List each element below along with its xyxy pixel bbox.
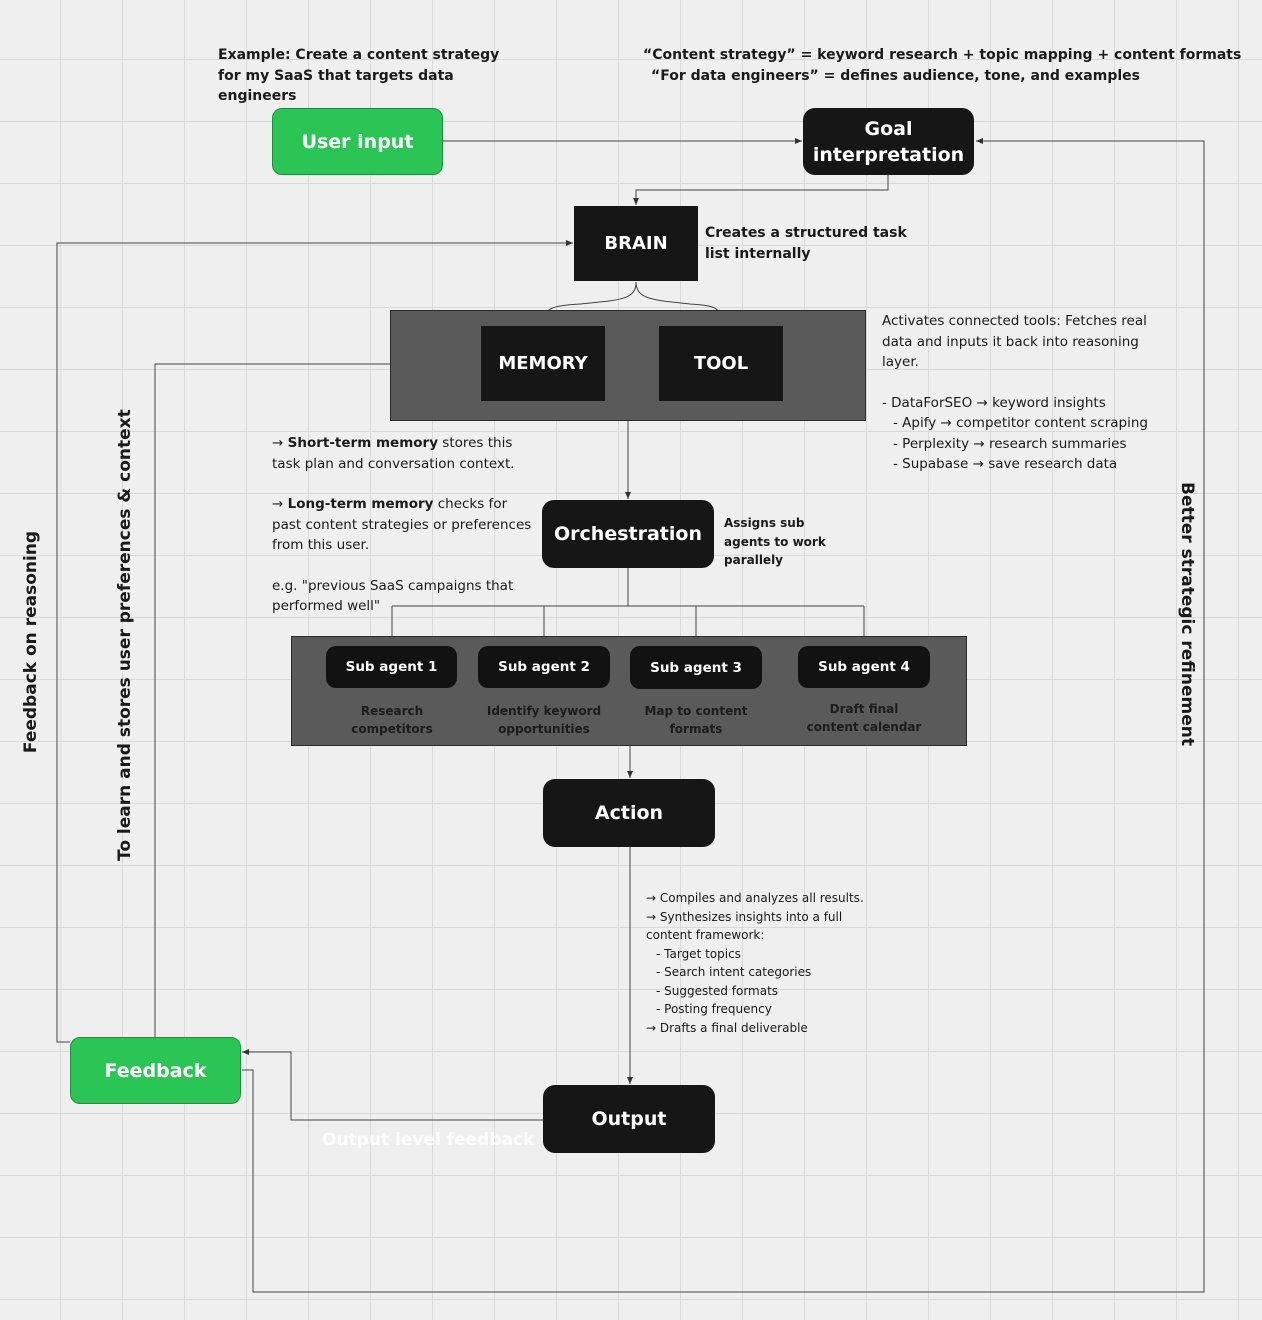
sub-agent-2-task: Identify keyword opportunities	[486, 704, 602, 736]
tool-node[interactable]: TOOL	[659, 326, 783, 401]
output-feedback-label: Output level feedback	[322, 1130, 535, 1150]
sub-agent-1-task: Research competitors	[351, 704, 433, 736]
memory-example-note: e.g. "previous SaaS campaigns that perfo…	[272, 577, 514, 615]
goal-interpretation-node[interactable]: Goal interpretation	[803, 108, 974, 175]
tools-item: - DataForSEO → keyword insights	[882, 394, 1106, 411]
edge-feedback-to-goal	[242, 138, 1205, 1293]
learn-preferences-label: To learn and stores user preferences & c…	[115, 409, 135, 861]
tools-item: - Apify → competitor content scraping	[893, 415, 1148, 431]
orchestration-note: Assigns sub agents to work parallely	[724, 516, 826, 567]
example-note: Example: Create a content strategy for m…	[218, 47, 500, 104]
user-input-node[interactable]: User input	[272, 108, 443, 175]
action-node[interactable]: Action	[543, 779, 715, 847]
interpretation-note: “Content strategy” = keyword research + …	[643, 45, 1243, 86]
feedback-node[interactable]: Feedback	[70, 1037, 241, 1104]
sub-agent-3[interactable]: Sub agent 3	[630, 646, 762, 689]
memory-node[interactable]: MEMORY	[481, 326, 605, 401]
action-line: → Drafts a final deliverable	[646, 1020, 808, 1035]
edge-output-to-feedback	[242, 1049, 543, 1121]
sub-agent-2[interactable]: Sub agent 2	[478, 646, 610, 688]
orchestration-node[interactable]: Orchestration	[542, 500, 714, 568]
memory-note: → Short-term memory stores this task pla…	[272, 433, 537, 617]
sub-agent-1[interactable]: Sub agent 1	[326, 646, 457, 688]
memory-tool-panel	[390, 310, 866, 421]
edge-goal-to-brain	[633, 175, 889, 205]
interpretation-line-1: “Content strategy” = keyword research + …	[643, 47, 1242, 63]
brain-note: Creates a structured task list internall…	[705, 225, 907, 262]
brain-node[interactable]: BRAIN	[574, 206, 698, 281]
output-node[interactable]: Output	[543, 1085, 715, 1153]
sub-agent-3-task: Map to content formats	[644, 704, 748, 736]
tools-item: - Perplexity → research summaries	[893, 435, 1127, 452]
interpretation-line-2: “For data engineers” = defines audience,…	[651, 67, 1140, 84]
action-note: → Compiles and analyzes all results. → S…	[646, 889, 886, 1037]
sub-agent-4-task: Draft final content calendar	[806, 702, 922, 734]
action-line: - Target topics	[656, 946, 741, 961]
short-term-memory-note: → Short-term memory stores this task pla…	[272, 435, 515, 472]
tools-note: Activates connected tools: Fetches real …	[882, 311, 1152, 475]
action-line: → Synthesizes insights into a full conte…	[646, 909, 843, 943]
action-line: - Suggested formats	[656, 983, 779, 998]
edge-feedback-to-memory	[154, 361, 480, 1037]
action-line: → Compiles and analyzes all results.	[646, 891, 864, 905]
tools-intro: Activates connected tools: Fetches real …	[882, 313, 1147, 370]
feedback-on-reasoning-label: Feedback on reasoning	[21, 530, 41, 754]
edge-feedback-to-brain	[56, 240, 573, 1043]
sub-agent-4[interactable]: Sub agent 4	[798, 646, 930, 688]
long-term-memory-note: → Long-term memory checks for past conte…	[272, 496, 532, 553]
tools-item: - Supabase → save research data	[893, 456, 1118, 472]
action-line: - Search intent categories	[656, 965, 812, 979]
action-line: - Posting frequency	[656, 1002, 772, 1016]
strategic-refinement-label: Better strategic refinement	[1177, 482, 1197, 746]
